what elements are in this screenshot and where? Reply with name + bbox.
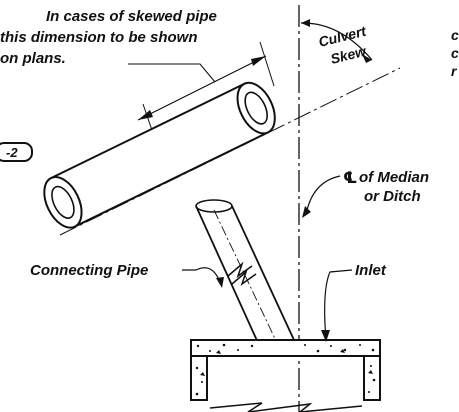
centerline-label-line1: of Median — [359, 169, 429, 186]
edge-fragment-3: r — [451, 63, 458, 79]
dimension-arrow-right — [251, 56, 266, 66]
pipe-break-symbol — [227, 261, 253, 278]
inlet-left-wall — [190, 355, 208, 401]
inlet-top-slab — [190, 339, 381, 357]
culvert-pipe-right-bore — [244, 91, 268, 125]
culvert-pipe-body — [49, 82, 270, 228]
skew-arrowhead-right — [362, 54, 372, 63]
dimension-arrow-left — [138, 110, 153, 120]
pipe-break-symbol-2 — [231, 269, 257, 286]
culvert-pipe-left-bore — [51, 185, 75, 219]
connecting-pipe — [195, 199, 295, 346]
skew-note-line3: on plans. — [0, 50, 66, 67]
extension-line-right — [259, 41, 275, 87]
inlet-label: Inlet — [355, 262, 387, 279]
edge-fragment-2: c — [451, 45, 459, 61]
skew-note-line2: this dimension to be shown — [0, 29, 198, 46]
connecting-pipe-leader — [182, 267, 221, 283]
centerline-symbol: ℄ — [343, 170, 357, 187]
section-ref-label: -2 — [6, 145, 18, 160]
connecting-pipe-centerline — [213, 209, 279, 346]
culvert-pipe — [43, 81, 276, 229]
edge-fragment-1: c — [451, 27, 459, 43]
note-leader-line — [128, 63, 216, 83]
connecting-pipe-wall-left — [195, 205, 260, 346]
centerline-leader-arrow — [302, 206, 311, 218]
inlet-structure — [190, 339, 381, 412]
centerline-leader — [305, 175, 341, 216]
section-ref-tag — [0, 142, 33, 162]
connecting-pipe-leader-arrow — [216, 277, 224, 288]
inlet-leader-arrow — [321, 330, 330, 342]
inlet-right-wall — [363, 355, 381, 401]
inlet-leader — [324, 269, 353, 341]
skew-arrowhead-left — [301, 19, 310, 27]
skew-dimension-line — [137, 55, 267, 121]
inlet-break-line — [209, 402, 363, 412]
connecting-pipe-wall-right — [231, 205, 295, 341]
concrete-stipple — [195, 343, 376, 396]
centerline-label-line2: or Ditch — [364, 188, 421, 205]
connecting-pipe-label: Connecting Pipe — [30, 262, 148, 279]
skew-note-line1: In cases of skewed pipe — [46, 8, 217, 25]
